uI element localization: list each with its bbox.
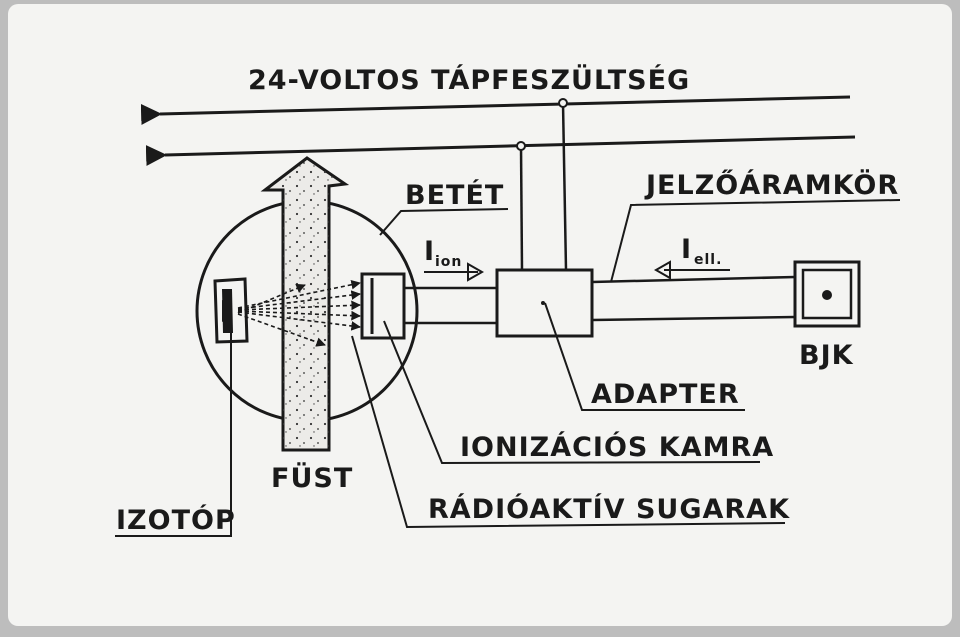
ion-current: I ion bbox=[424, 236, 485, 282]
radioaktiv-leader bbox=[351, 335, 786, 529]
izotop-label: IZOTÓP bbox=[116, 504, 236, 536]
adapter-dot bbox=[541, 301, 545, 305]
supply-voltage-title: 24-VOLTOS TÁPFESZÜLTSÉG bbox=[248, 63, 690, 96]
paper-background bbox=[8, 4, 952, 626]
ell-current-symbol: I bbox=[681, 234, 692, 265]
supply-line-top bbox=[140, 95, 851, 125]
adapter-bjk-wires bbox=[591, 275, 796, 322]
jelzo-leader bbox=[610, 199, 901, 283]
jelzoaramkor-label: JELZŐÁRAMKÖR bbox=[644, 168, 899, 201]
smoke-arrow bbox=[260, 156, 350, 452]
adapter-leader bbox=[544, 302, 745, 411]
betet-leader bbox=[379, 208, 509, 236]
ion-current-symbol: I bbox=[424, 236, 435, 267]
ion-current-subscript: ion bbox=[435, 254, 462, 270]
isotope-source bbox=[213, 277, 249, 344]
fust-label: FÜST bbox=[271, 461, 353, 494]
ionization-chamber bbox=[360, 272, 406, 340]
supply-line-bottom bbox=[145, 135, 856, 166]
leader-lines bbox=[115, 199, 901, 537]
ion-current-arrow-head bbox=[467, 262, 485, 282]
radioactive-rays bbox=[237, 280, 361, 347]
ell-current: I ell. bbox=[653, 234, 730, 280]
bjk-unit bbox=[793, 260, 861, 328]
izotop-leader bbox=[115, 327, 232, 537]
bjk-label: BJK bbox=[799, 340, 854, 371]
supply-lines bbox=[140, 95, 856, 166]
adapter-label: ADAPTER bbox=[591, 379, 740, 410]
chamber-adapter-wires bbox=[404, 286, 497, 325]
ell-current-arrow-head bbox=[653, 260, 671, 280]
ionizacios-leader bbox=[383, 320, 761, 465]
ell-current-subscript: ell. bbox=[694, 252, 722, 268]
betet-label: BETÉT bbox=[405, 179, 504, 211]
adapter-supply-wires bbox=[516, 98, 568, 271]
ionizacios-kamra-label: IONIZÁCIÓS KAMRA bbox=[460, 431, 774, 463]
radioaktiv-sugarak-label: RÁDIÓAKTÍV SUGARAK bbox=[428, 493, 790, 525]
